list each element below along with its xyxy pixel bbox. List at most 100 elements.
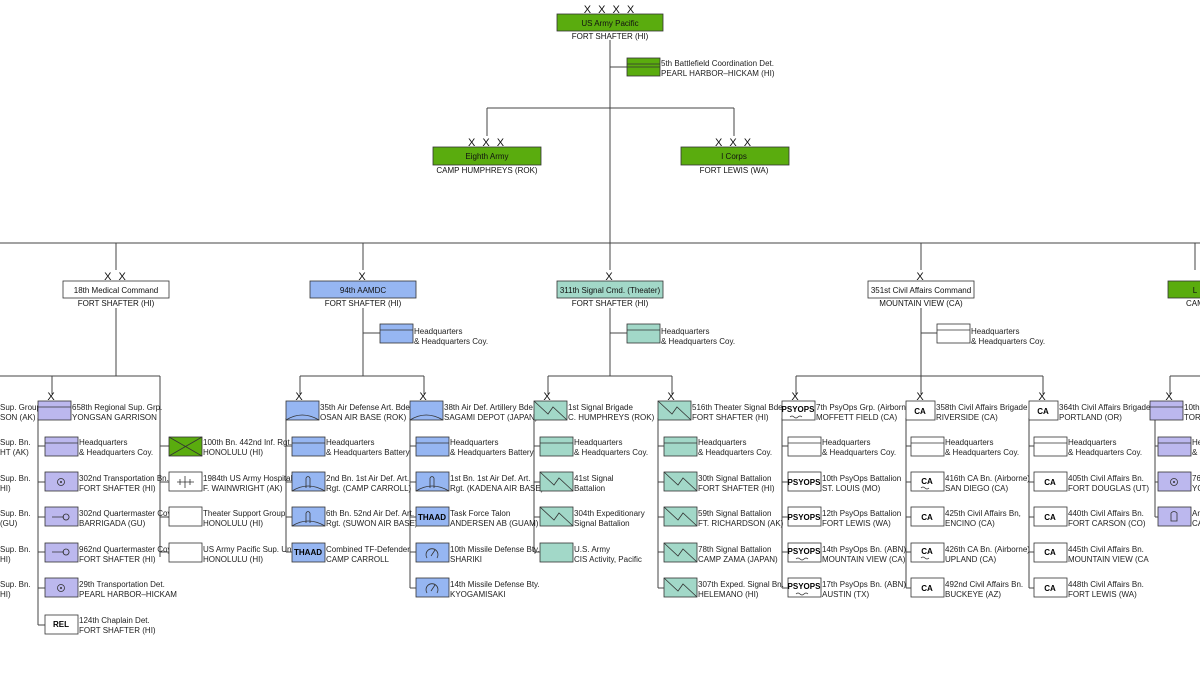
unit-name: 30th Signal Battalion	[698, 474, 771, 483]
unit-name: 12th PsyOps Battalion	[822, 509, 901, 518]
unit-name: US Army Pacific	[581, 19, 638, 28]
unit-location: SAGAMI DEPOT (JAPAN)	[444, 413, 538, 422]
unit-symbol-text: THAAD	[294, 548, 322, 557]
unit-symbol	[379, 323, 414, 344]
echelon-mark: X X X	[715, 137, 753, 149]
unit-location: MOFFETT FIELD (CA)	[816, 413, 898, 422]
unit-name: US Army Pacific Sup. Unit	[203, 545, 296, 554]
unit-location: & Headquarters Coy.	[79, 448, 153, 457]
unit-location: FORT CARSON (CO)	[1068, 519, 1146, 528]
unit-symbol-text: CA	[914, 407, 926, 416]
aamdc-node: X 94th AAMDC FORT SHAFTER (HI)	[309, 271, 417, 308]
unit-name: 364th Civil Affairs Brigade	[1059, 403, 1151, 412]
unit-name: 14th Missile Defense Bty.	[450, 580, 540, 589]
unit-symbol-text: CA	[921, 477, 933, 486]
unit-name: Combined TF-Defender	[326, 545, 410, 554]
unit-symbol	[409, 400, 444, 421]
unit-name: 6th Bn. 52nd Air Def. Art.	[326, 509, 414, 518]
unit-name: Headquarters	[945, 438, 993, 447]
unit-symbol-text: CA	[1044, 548, 1056, 557]
unit-location: Signal Battalion	[574, 519, 630, 528]
unit-name: 1st Signal Brigade	[568, 403, 633, 412]
unit-symbol	[415, 436, 450, 457]
hq-aamdc: Headquarters & Headquarters Coy.	[379, 323, 488, 346]
unit-symbol-text: PSYOPS	[788, 547, 822, 556]
unit-name: U.S. Army	[574, 545, 610, 554]
cut-off-command-node: L CAM	[1167, 280, 1200, 308]
unit-name: 448th Civil Affairs Bn.	[1068, 580, 1144, 589]
unit-name: 440th Civil Affairs Bn.	[1068, 509, 1144, 518]
unit-name: Headquarters	[822, 438, 870, 447]
unit-location: FORT SHAFTER (HI)	[692, 413, 769, 422]
unit-location: ST. LOUIS (MO)	[822, 484, 881, 493]
unit-name: 1st Bn. 1st Air Def. Art.	[450, 474, 530, 483]
hospital-icon	[177, 476, 194, 488]
unit-name: 41st Signal	[574, 474, 614, 483]
unit-name: Sup. Bn.	[0, 580, 31, 589]
unit-symbol-text: CA	[1037, 407, 1049, 416]
echelon-mark: X	[419, 391, 428, 403]
unit-name: 35th Air Defense Art. Bde.	[320, 403, 412, 412]
unit-symbol-text: CA	[921, 547, 933, 556]
unit-symbol-text: CA	[1044, 513, 1056, 522]
unit-symbol-text: CA	[921, 584, 933, 593]
unit-name: 307th Exped. Signal Bn.	[698, 580, 784, 589]
unit-symbol	[44, 436, 79, 457]
unit-location: AUSTIN (TX)	[822, 590, 869, 599]
unit-symbol-text: PSYOPS	[788, 513, 822, 522]
connector-lines	[0, 40, 1200, 625]
unit-name: 76	[1192, 474, 1200, 483]
unit-location: HT (AK)	[0, 448, 29, 457]
signal-icon	[663, 542, 698, 563]
unit-symbol	[168, 506, 203, 527]
unit-location: TOR	[1184, 413, 1200, 422]
unit-name: 10th Missile Defense Bty.	[450, 545, 540, 554]
unit-symbol	[168, 471, 203, 492]
unit-location: SON (AK)	[0, 413, 36, 422]
unit-location: MOUNTAIN VIEW (CA)	[879, 299, 963, 308]
unit-name: 2nd Bn. 1st Air Def. Art.	[326, 474, 409, 483]
unit-name: Headquarters	[661, 327, 709, 336]
unit-symbol-text: CA	[921, 513, 933, 522]
unit-name: 78th Signal Battalion	[698, 545, 771, 554]
unit-symbol	[44, 506, 79, 527]
unit-name: Sup. Bn.	[0, 438, 31, 447]
medical-edge-labels: Sup. Group SON (AK) Sup. Bn. HT (AK) Sup…	[0, 403, 41, 599]
unit-name: 10th	[1184, 403, 1200, 412]
ca-col2: X CA 358th Civil Affairs Brigade RIVERSI…	[905, 391, 1030, 599]
unit-location: FORT SHAFTER (HI)	[79, 555, 156, 564]
echelon-mark: X X	[104, 271, 128, 283]
unit-symbol	[787, 436, 822, 457]
unit-symbol	[781, 400, 816, 421]
unit-name: 425th Civil Affairs Bn,	[945, 509, 1021, 518]
unit-location: Rgt. (SUWON AIR BASE)	[326, 519, 418, 528]
unit-location: UPLAND (CA)	[945, 555, 996, 564]
unit-name: Headquarters	[698, 438, 746, 447]
unit-location: RIVERSIDE (CA)	[936, 413, 998, 422]
unit-name: 311th Signal Cmd. (Theater)	[560, 286, 661, 295]
signal-icon	[663, 506, 698, 527]
unit-symbol	[415, 542, 450, 563]
unit-symbol-text: CA	[1044, 478, 1056, 487]
ca-col1: X PSYOPS 7th PsyOps Grp. (Airborne) MOFF…	[782, 391, 914, 599]
unit-symbol	[626, 323, 661, 344]
quartermaster-icon	[52, 548, 70, 556]
signal-icon	[657, 400, 692, 421]
unit-name: 304th Expeditionary	[574, 509, 645, 518]
unit-location: & Headquarters Coy.	[698, 448, 772, 457]
ad-col2: X 38th Air Def. Artillery Bde. SAGAMI DE…	[409, 391, 544, 599]
unit-symbol-text: PSYOPS	[788, 582, 822, 591]
unit-name: Sup. Group	[0, 403, 41, 412]
unit-name: 14th PsyOps Bn. (ABN)	[822, 545, 906, 554]
unit-location: CAM	[1186, 299, 1200, 308]
unit-location: & Headquarters Coy.	[1068, 448, 1142, 457]
unit-name: Headquarters	[326, 438, 374, 447]
unit-symbol-text: REL	[53, 620, 69, 629]
medical-command-node: X X 18th Medical Command FORT SHAFTER (H…	[62, 271, 170, 308]
unit-symbol-text: THAAD	[418, 513, 446, 522]
unit-location: & Headquarters Coy.	[661, 337, 735, 346]
unit-location: FT. RICHARDSON (AK)	[698, 519, 784, 528]
unit-symbol	[936, 323, 971, 344]
unit-location: & Headquarters Battery	[450, 448, 534, 457]
unit-location: CAMP ZAMA (JAPAN)	[698, 555, 778, 564]
